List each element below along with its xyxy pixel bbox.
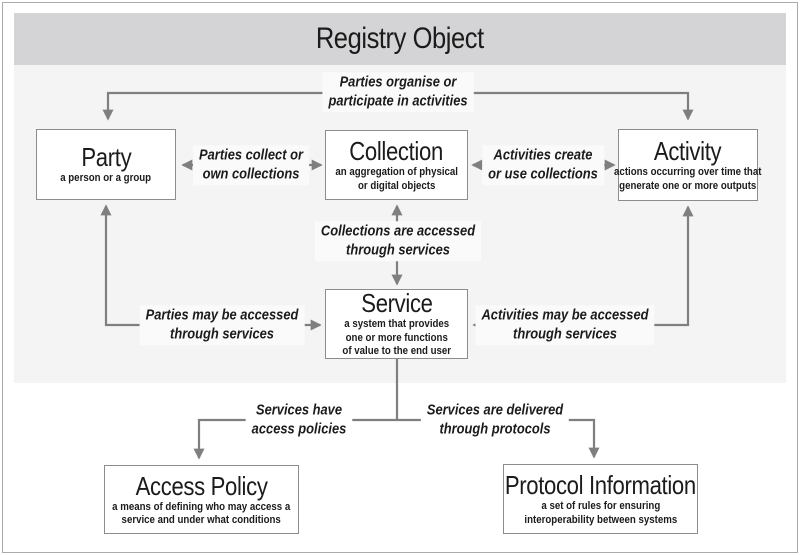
relation-party-service: Parties may be accessed through services: [139, 305, 305, 345]
relation-collection-service: Collections are accessed through service…: [314, 221, 482, 261]
node-collection-title: Collection: [349, 136, 444, 167]
node-collection: Collection an aggregation of physical or…: [325, 130, 468, 200]
node-protocol-information-desc: a set of rules for ensuring interoperabi…: [524, 500, 677, 526]
relation-party-activity: Parties organise or participate in activ…: [322, 72, 474, 112]
relation-party-collection: Parties collect or own collections: [192, 145, 310, 185]
relation-collection-activity: Activities create or use collections: [482, 145, 604, 185]
node-service: Service a system that provides one or mo…: [325, 289, 468, 359]
node-access-policy-desc: a means of defining who may access a ser…: [112, 500, 291, 527]
node-protocol-information: Protocol Information a set of rules for …: [503, 464, 698, 534]
node-access-policy-title: Access Policy: [135, 470, 268, 501]
node-protocol-information-title: Protocol Information: [505, 470, 696, 501]
node-party-desc: a person or a group: [60, 172, 152, 185]
diagram-title: Registry Object: [316, 22, 484, 55]
relation-service-protocol: Services are delivered through protocols: [420, 400, 570, 440]
node-service-title: Service: [360, 288, 433, 319]
header-band: Registry Object: [14, 13, 786, 65]
node-activity-title: Activity: [654, 136, 722, 167]
relation-service-access-policy: Services have access policies: [245, 400, 353, 440]
node-access-policy: Access Policy a means of defining who ma…: [104, 465, 299, 534]
node-party: Party a person or a group: [36, 129, 176, 200]
relation-activity-service: Activities may be accessed through servi…: [475, 305, 655, 345]
node-activity-desc: actions occurring over time that generat…: [614, 166, 762, 192]
node-activity: Activity actions occurring over time tha…: [614, 129, 762, 201]
node-service-desc: a system that provides one or more funct…: [342, 318, 451, 358]
node-collection-desc: an aggregation of physical or digital ob…: [335, 166, 458, 192]
node-party-title: Party: [81, 142, 131, 173]
